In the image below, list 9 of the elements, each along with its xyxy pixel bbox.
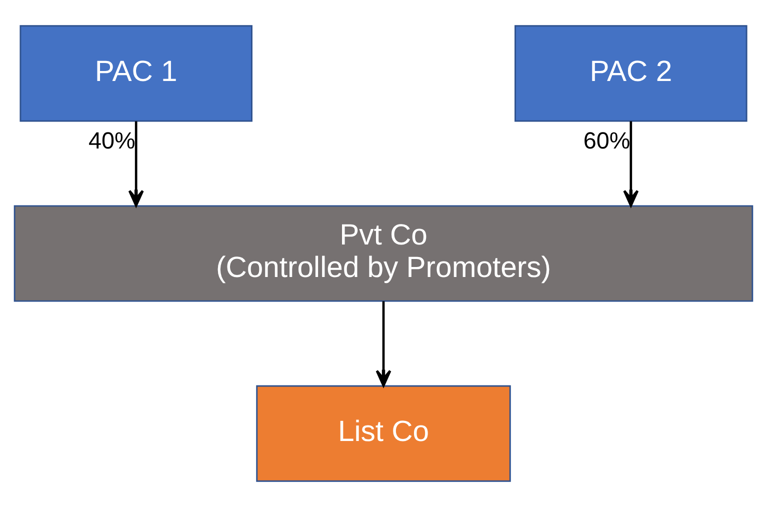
arrow [376, 300, 392, 386]
edge-label: 60% [583, 126, 630, 153]
node-box: List Co [256, 384, 511, 482]
node-box: PAC 2 [514, 24, 748, 122]
node-box: PAC 1 [20, 24, 252, 122]
arrow [128, 120, 144, 206]
edge-label: 40% [88, 126, 136, 153]
arrow [623, 120, 639, 206]
node-box: Pvt Co (Controlled by Promoters) [14, 204, 754, 302]
